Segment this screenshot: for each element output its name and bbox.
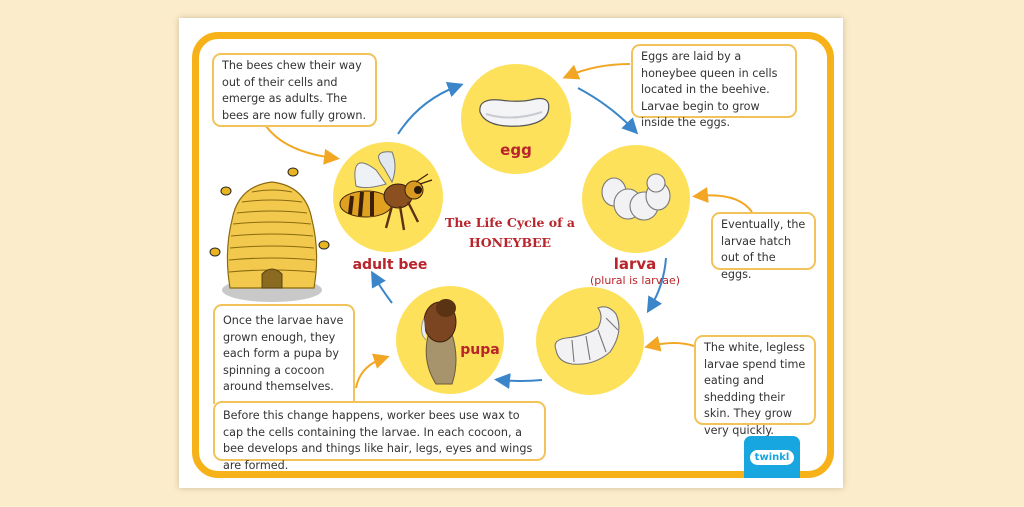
pupa-label: pupa (460, 342, 500, 358)
larva-illustration (601, 173, 671, 221)
larva-plural-note: (plural is larvae) (589, 274, 681, 287)
egg-description: Eggs are laid by a honeybee queen in cel… (631, 44, 797, 129)
diagram-title: The Life Cycle of a HONEYBEE (440, 213, 580, 253)
adult-bee-label: adult bee (352, 257, 428, 273)
egg-illustration (479, 97, 550, 127)
callout-arrows (265, 63, 753, 389)
twinkl-logo[interactable]: twinkl (744, 436, 800, 478)
pupa-description-bottom: Before this change happens, worker bees … (213, 401, 546, 472)
poster-frame (192, 32, 834, 478)
beehive-illustration (222, 181, 322, 302)
egg-label: egg (500, 141, 532, 159)
pupa-illustration (420, 299, 457, 385)
twinkl-logo-text: twinkl (749, 449, 795, 465)
small-bee-icons (209, 167, 330, 257)
pupa-description-top: Once the larvae have grown enough, they … (213, 304, 355, 404)
larva-label: larva (613, 255, 657, 273)
title-line-2: HONEYBEE (468, 235, 552, 250)
title-line-1: The Life Cycle of a (445, 215, 575, 230)
adult-description: The bees chew their way out of their cel… (212, 53, 377, 127)
adult-bee-illustration (339, 151, 433, 231)
larva-description: Eventually, the larvae hatch out of the … (711, 212, 816, 281)
grub-illustration (554, 306, 620, 365)
grub-description: The white, legless larvae spend time eat… (694, 335, 816, 437)
cycle-arrows (371, 81, 667, 389)
